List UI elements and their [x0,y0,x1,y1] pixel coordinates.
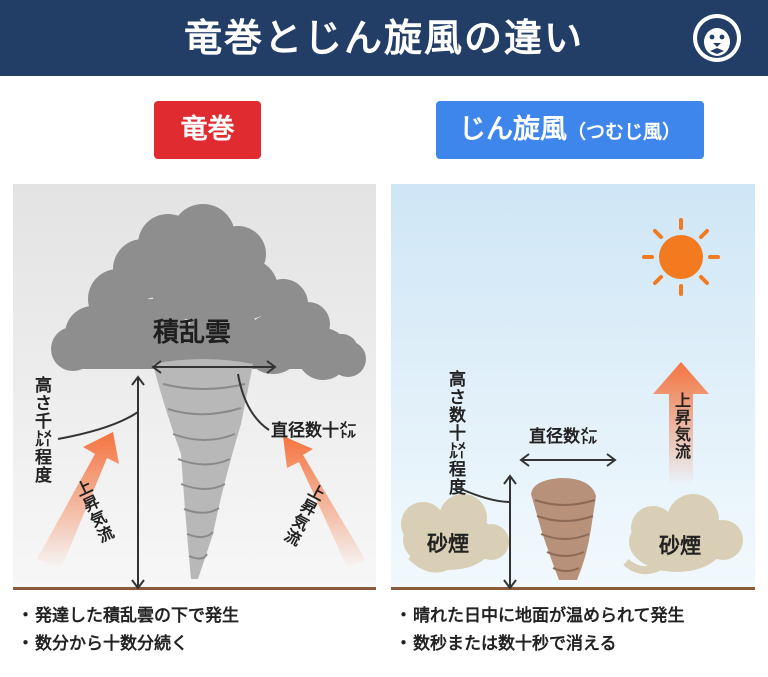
dust-label-right: 砂煙 [659,534,701,558]
dust-devil-funnel [531,478,596,580]
updraft-label: 上昇気流 [672,392,691,460]
list-item: 数分から十数分続く [13,630,376,658]
tornado-panel: 積乱雲 高さ千㍍程度 直径数十㍍ 上昇気流 上昇気流 発達した積乱雲の下で発生 … [13,184,376,677]
dust-devil-bullets: 晴れた日中に地面が温められて発生 数秒または数十秒で消える [391,602,755,658]
dust-label-left: 砂煙 [427,532,469,556]
tornado-label: 竜巻 [154,101,261,159]
height-arrow [460,474,517,590]
dust-devil-label-sub: （つむじ風） [566,121,681,143]
height-arrow [57,375,145,590]
dust-devil-height-label: 高さ数十㍍程度 [445,370,465,496]
diameter-arrow [151,360,277,431]
penguin-logo-icon [693,14,741,62]
list-item: 発達した積乱雲の下で発生 [13,602,376,630]
tornado-bullets: 発達した積乱雲の下で発生 数分から十数分続く [13,602,376,658]
tornado-height-label: 高さ千㍍程度 [31,376,51,484]
dust-devil-panel: 高さ数十㍍程度 直径数㍍ 上昇気流 砂煙 砂煙 晴れた日中に地面が温められて発生… [391,184,755,677]
updraft-arrow-right [283,436,365,569]
cloud-label: 積乱雲 [153,318,232,348]
updraft-arrow-left [37,432,119,569]
list-item: 数秒または数十秒で消える [391,630,755,658]
diameter-arrow [519,453,617,467]
dust-devil-label: じん旋風（つむじ風） [436,101,704,159]
dust-cloud-right [623,494,743,575]
dust-cloud-left [401,494,509,573]
dust-devil-diameter-label: 直径数㍍ [529,427,597,447]
updraft-arrow [653,362,709,484]
dust-devil-label-main: じん旋風 [458,114,567,145]
header-bar: 竜巻とじん旋風の違い [0,0,768,76]
tornado-funnel [153,359,253,579]
cumulonimbus-cloud [51,204,366,380]
sun-icon [642,218,720,296]
list-item: 晴れた日中に地面が温められて発生 [391,602,755,630]
tornado-diameter-label: 直径数十㍍ [271,421,356,441]
page-title: 竜巻とじん旋風の違い [183,16,584,60]
